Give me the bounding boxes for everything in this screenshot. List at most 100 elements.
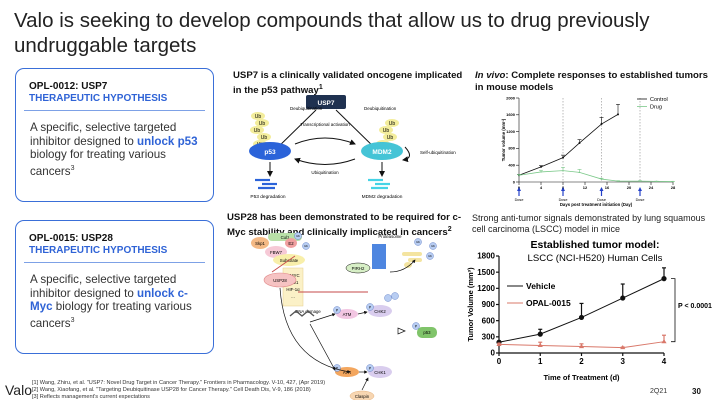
x-tick-label: 24: [649, 185, 654, 190]
data-point: [578, 141, 581, 144]
data-point: [540, 165, 542, 168]
chk2-label: CHK2: [374, 309, 386, 314]
x-axis-label: Time of Treatment (d): [543, 373, 620, 382]
atm-label: ATM: [343, 312, 352, 317]
footnote-ref: 3: [70, 316, 75, 324]
p-value-annotation: P < 0.0001: [678, 303, 712, 310]
y-tick-label: 1200: [477, 284, 495, 293]
page-number: 30: [692, 387, 701, 396]
divider: [24, 262, 205, 263]
substrate-label: Substrate: [280, 258, 299, 263]
transcriptional-activation-label: Transcriptional activation: [300, 122, 350, 127]
caption-text: USP28 has been demonstrated to be requir…: [227, 212, 462, 238]
usp28-label: USP28: [273, 278, 287, 283]
substrate-item: ...: [291, 294, 295, 299]
svg-text:Ub: Ub: [296, 234, 300, 238]
p53-label: p53: [264, 149, 276, 156]
highlight-text: unlock p53: [137, 134, 198, 148]
dose-label: Dose: [515, 198, 524, 202]
dose-label: Dose: [559, 198, 568, 202]
x-tick-label: 4: [540, 185, 543, 190]
e2-label: E2: [288, 241, 294, 246]
svg-text:Ub: Ub: [259, 121, 266, 127]
p53-node: [249, 142, 291, 160]
mdm2-node: [361, 142, 403, 160]
y-tick-label: 0: [491, 349, 496, 358]
caption-text: : Complete responses to established tumo…: [475, 70, 708, 93]
proteasome-label: Proteasome: [378, 234, 402, 239]
svg-text:Ub: Ub: [428, 254, 432, 258]
data-point: [661, 339, 667, 344]
footnote-ref: 1: [318, 83, 323, 91]
usp7-caption: USP7 is a clinically validated oncogene …: [233, 70, 463, 96]
y-tick-label: 400: [508, 163, 515, 168]
ubiquitination-label: Ubiquitination: [311, 170, 339, 175]
caption-italic: In vivo: [475, 70, 506, 81]
data-point: [672, 180, 674, 183]
y-axis-label: Tumor Volume (mm³): [466, 267, 475, 342]
dose-arrow-icon: [517, 187, 521, 191]
data-point: [578, 171, 581, 173]
mdm2-label: MDM2: [372, 149, 392, 156]
data-point: [639, 180, 641, 182]
x-tick-label: 2: [579, 357, 584, 366]
invivo-caption: In vivo: Complete responses to establish…: [475, 70, 715, 93]
cul1-label: Cul1: [281, 235, 290, 240]
footnotes: [1] Wang, Zhiru, et al. "USP7: Novel Dru…: [32, 380, 325, 402]
lscc-caption: Strong anti-tumor signals demonstrated b…: [472, 213, 706, 234]
data-point: [537, 342, 543, 348]
data-point: [600, 178, 603, 180]
svg-text:Ub: Ub: [431, 244, 435, 248]
body-text: A specific, selective targeted inhibitor…: [30, 121, 177, 148]
y-tick-label: 1500: [477, 268, 495, 277]
data-point: [617, 113, 619, 116]
x-tick-label: 3: [621, 357, 626, 366]
svg-text:Ub: Ub: [416, 240, 420, 244]
card-heading: OPL-0012: USP7: [29, 81, 108, 92]
body-text: A specific, selective targeted inhibitor…: [30, 273, 177, 300]
svg-text:Ub: Ub: [254, 128, 261, 134]
x-tick-label: 16: [605, 185, 610, 190]
arrow: [294, 137, 356, 145]
self-ubiquitination-label: Self-ubiquitination: [420, 150, 456, 155]
footnote: [3] Reflects management's current expect…: [32, 394, 150, 401]
data-point: [620, 345, 626, 350]
usp7-node: [306, 95, 346, 109]
x-axis-label: Days post treatment initiation (Day): [560, 202, 633, 207]
arrow: [402, 146, 410, 163]
mdm2-degradation-label: MDM2 degradation: [362, 194, 403, 200]
x-tick-label: 8: [562, 185, 565, 190]
y-tick-label: 0: [513, 179, 516, 184]
svg-text:P: P: [336, 367, 339, 371]
slide-title: Valo is seeking to develop compounds tha…: [14, 9, 650, 57]
data-point: [537, 331, 543, 337]
dose-arrow-icon: [561, 187, 565, 191]
caption-text: USP7 is a clinically validated oncogene …: [233, 70, 463, 96]
significance-bracket: [671, 278, 676, 343]
footnote-ref: 3: [70, 164, 75, 172]
deubiquitination-label: Deubiquitination: [364, 106, 397, 111]
fbw7-label: FBW7: [270, 250, 283, 255]
tumor-volume-chart-usp7: 04812162024280400800120016002000Days pos…: [501, 95, 676, 207]
y-tick-label: 600: [482, 316, 496, 325]
footnote: [1] Wang, Zhiru, et al. "USP7: Novel Dru…: [32, 380, 326, 386]
y-tick-label: 2000: [506, 95, 516, 100]
data-point: [617, 180, 619, 182]
chart-title: Established tumor model:: [531, 239, 660, 251]
data-point: [655, 180, 658, 182]
data-point: [578, 314, 585, 321]
data-point: [578, 343, 585, 349]
usp28-hypothesis-card: OPL-0015: USP28 THERAPEUTIC HYPOTHESIS A…: [15, 220, 214, 354]
y-tick-label: 300: [482, 333, 496, 342]
y-tick-label: 800: [508, 146, 515, 151]
x-tick-label: 28: [671, 185, 676, 190]
pirh2-label: PIRH2: [352, 266, 365, 271]
usp28-caption: USP28 has been demonstrated to be requir…: [227, 212, 462, 238]
y-tick-label: 900: [482, 300, 496, 309]
claspin-label: Claspin: [355, 394, 370, 399]
svg-text:Ub: Ub: [255, 114, 262, 120]
highlight-text: unlock c-Myc: [30, 286, 188, 314]
divider: [24, 110, 205, 111]
dose-arrow-icon: [599, 187, 604, 191]
